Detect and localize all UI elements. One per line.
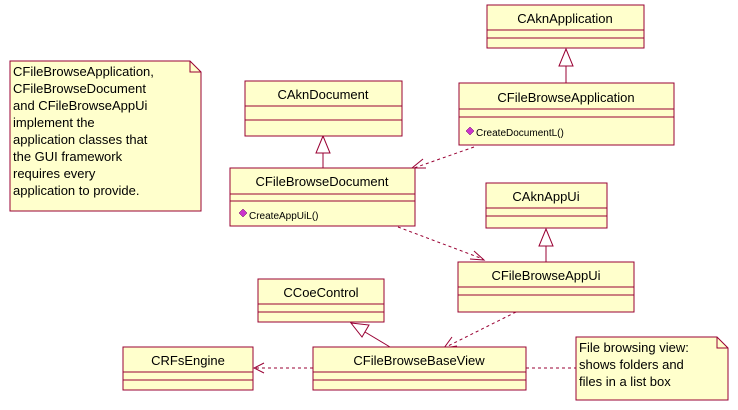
- dependency-app-to-doc: [410, 146, 475, 169]
- note-line: application to provide.: [13, 183, 139, 198]
- class-caknapplication[interactable]: CAknApplication: [486, 4, 645, 49]
- class-name: CRFsEngine: [151, 353, 225, 368]
- dependency-appui-to-baseview: [442, 311, 517, 349]
- note-line: requires every: [13, 166, 96, 181]
- class-name: CFileBrowseAppUi: [491, 268, 600, 283]
- operation-label: CreateDocumentL(): [476, 128, 564, 139]
- class-crfsengine[interactable]: CRFsEngine: [122, 346, 254, 391]
- class-cfilebrowsedocument[interactable]: CFileBrowseDocument CreateAppUiL(): [229, 167, 416, 227]
- operation-marker-icon: [465, 126, 475, 136]
- generalization-app-to-aknapp: [558, 47, 574, 83]
- dependency-baseview-to-rfsengine: [252, 362, 313, 374]
- class-cfilebrowseappui[interactable]: CFileBrowseAppUi: [457, 261, 635, 313]
- class-cakndocument[interactable]: CAknDocument: [244, 80, 403, 137]
- class-cfilebrowseapplication[interactable]: CFileBrowseApplication CreateDocumentL(): [458, 82, 675, 146]
- note-right: File browsing view: shows folders and fi…: [575, 336, 729, 401]
- note-line: application classes that: [13, 132, 148, 147]
- generalization-baseview-to-coecontrol: [349, 322, 391, 348]
- dependency-doc-to-appui: [397, 226, 486, 261]
- note-line: File browsing view:: [579, 340, 689, 355]
- operation-label: CreateAppUiL(): [249, 211, 318, 222]
- note-line: CFileBrowseApplication,: [13, 64, 154, 79]
- class-name: CFileBrowseBaseView: [353, 353, 485, 368]
- class-name: CCoeControl: [283, 285, 358, 300]
- note-left: CFileBrowseApplication, CFileBrowseDocum…: [9, 60, 202, 212]
- class-name: CFileBrowseDocument: [256, 174, 389, 189]
- note-line: files in a list box: [579, 374, 671, 389]
- operation-marker-icon: [238, 208, 248, 218]
- note-line: implement the: [13, 115, 95, 130]
- note-line: CFileBrowseDocument: [13, 81, 146, 96]
- class-name: CAknDocument: [277, 87, 368, 102]
- note-line: and CFileBrowseAppUi: [13, 98, 148, 113]
- class-name: CFileBrowseApplication: [497, 90, 634, 105]
- note-line: shows folders and: [579, 357, 684, 372]
- class-caknappui[interactable]: CAknAppUi: [485, 182, 608, 229]
- note-line: the GUI framework: [13, 149, 123, 164]
- class-ccoecontrol[interactable]: CCoeControl: [257, 278, 385, 323]
- class-cfilebrowsebaseview[interactable]: CFileBrowseBaseView: [312, 346, 527, 391]
- class-name: CAknApplication: [517, 11, 612, 26]
- generalization-doc-to-akndoc: [315, 134, 331, 168]
- class-name: CAknAppUi: [512, 189, 579, 204]
- generalization-appui-to-aknappui: [538, 227, 554, 262]
